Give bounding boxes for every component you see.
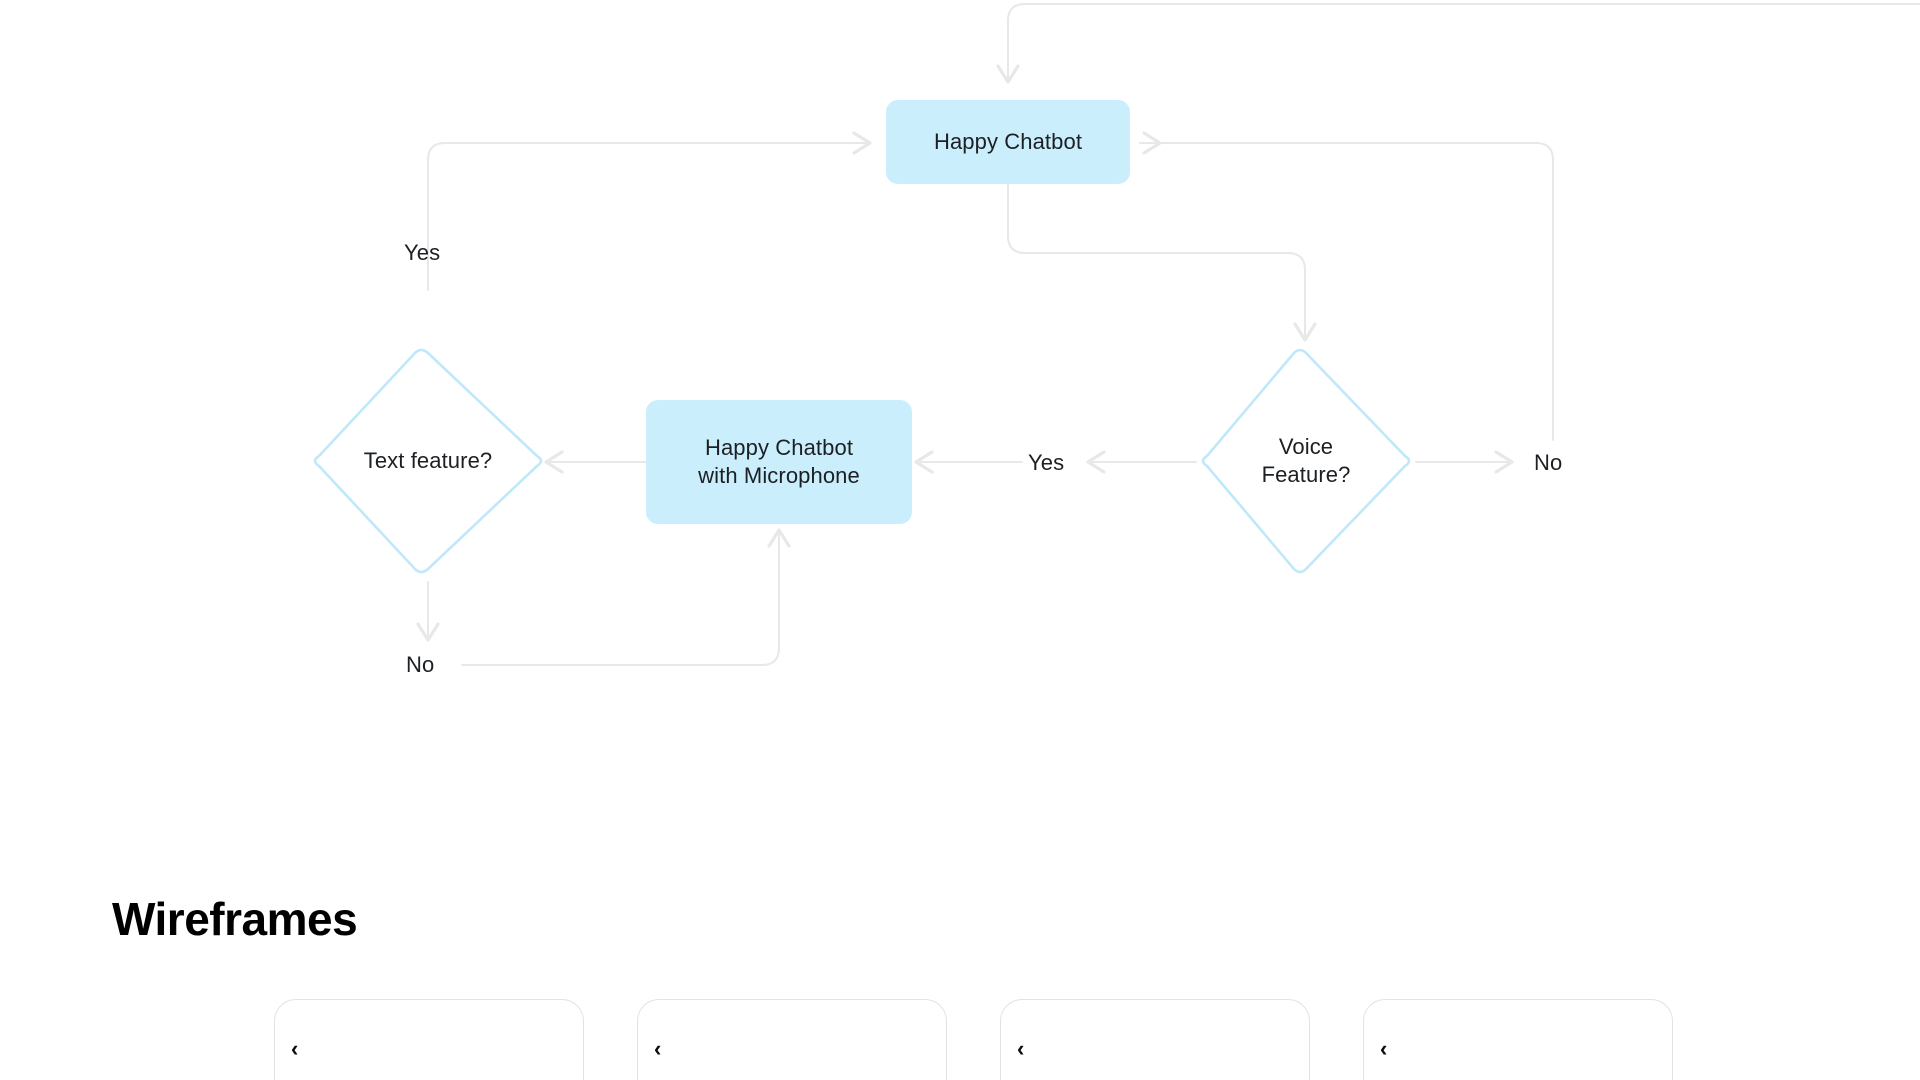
wireframes-heading: Wireframes: [112, 893, 358, 945]
node-text-feature-label: Text feature?: [363, 447, 493, 473]
edge-label-voice-feature-no: No: [1534, 450, 1563, 475]
node-happy-chatbot-mic-label-line2: with Microphone: [698, 463, 860, 488]
wireframe-card[interactable]: ‹: [1363, 999, 1673, 1080]
chevron-left-icon[interactable]: ‹: [1017, 1036, 1025, 1061]
node-happy-chatbot[interactable]: Happy Chatbot: [886, 100, 1130, 184]
wireframe-card[interactable]: ‹: [1000, 999, 1310, 1080]
edge-label-text-feature-no: No: [406, 652, 435, 677]
edge-toploop-to-chatbot: [996, 3, 1920, 84]
edge-textfeature-yes-to-chatbot: [427, 131, 872, 291]
node-voice-feature-label-line1: Voice: [1278, 433, 1334, 459]
node-happy-chatbot-mic-label-line1: Happy Chatbot: [704, 434, 854, 460]
edge-label-text-feature-yes: Yes: [404, 240, 441, 265]
flowchart-connectors: [416, 3, 1920, 666]
node-text-feature[interactable]: Text feature?: [308, 348, 548, 574]
edge-label-voice-feature-yes: Yes: [1028, 450, 1065, 475]
node-voice-feature-label: Voice Feature?: [1196, 348, 1416, 574]
edge-no-to-micbox: [461, 528, 791, 666]
wireframe-card[interactable]: ‹: [637, 999, 947, 1080]
chevron-left-icon[interactable]: ‹: [291, 1036, 299, 1061]
flowchart: Happy Chatbot Text feature? Happy Chatbo…: [308, 3, 1920, 677]
chevron-left-icon[interactable]: ‹: [1380, 1036, 1388, 1061]
edge-chatbot-right-inbound: [1139, 142, 1554, 441]
node-happy-chatbot-mic[interactable]: Happy Chatbot with Microphone: [646, 400, 912, 524]
wireframe-card[interactable]: ‹: [274, 999, 584, 1080]
diamond-shape-text-feature: [313, 348, 543, 574]
node-happy-chatbot-label: Happy Chatbot: [933, 128, 1083, 154]
node-voice-feature-label-line2: Feature?: [1261, 462, 1351, 487]
node-voice-feature[interactable]: Voice Feature?: [1196, 348, 1416, 574]
edge-chatbot-to-voicefeature: [1007, 181, 1317, 342]
chevron-left-icon[interactable]: ‹: [654, 1036, 662, 1061]
diamond-shape-voice-feature: [1201, 348, 1411, 574]
